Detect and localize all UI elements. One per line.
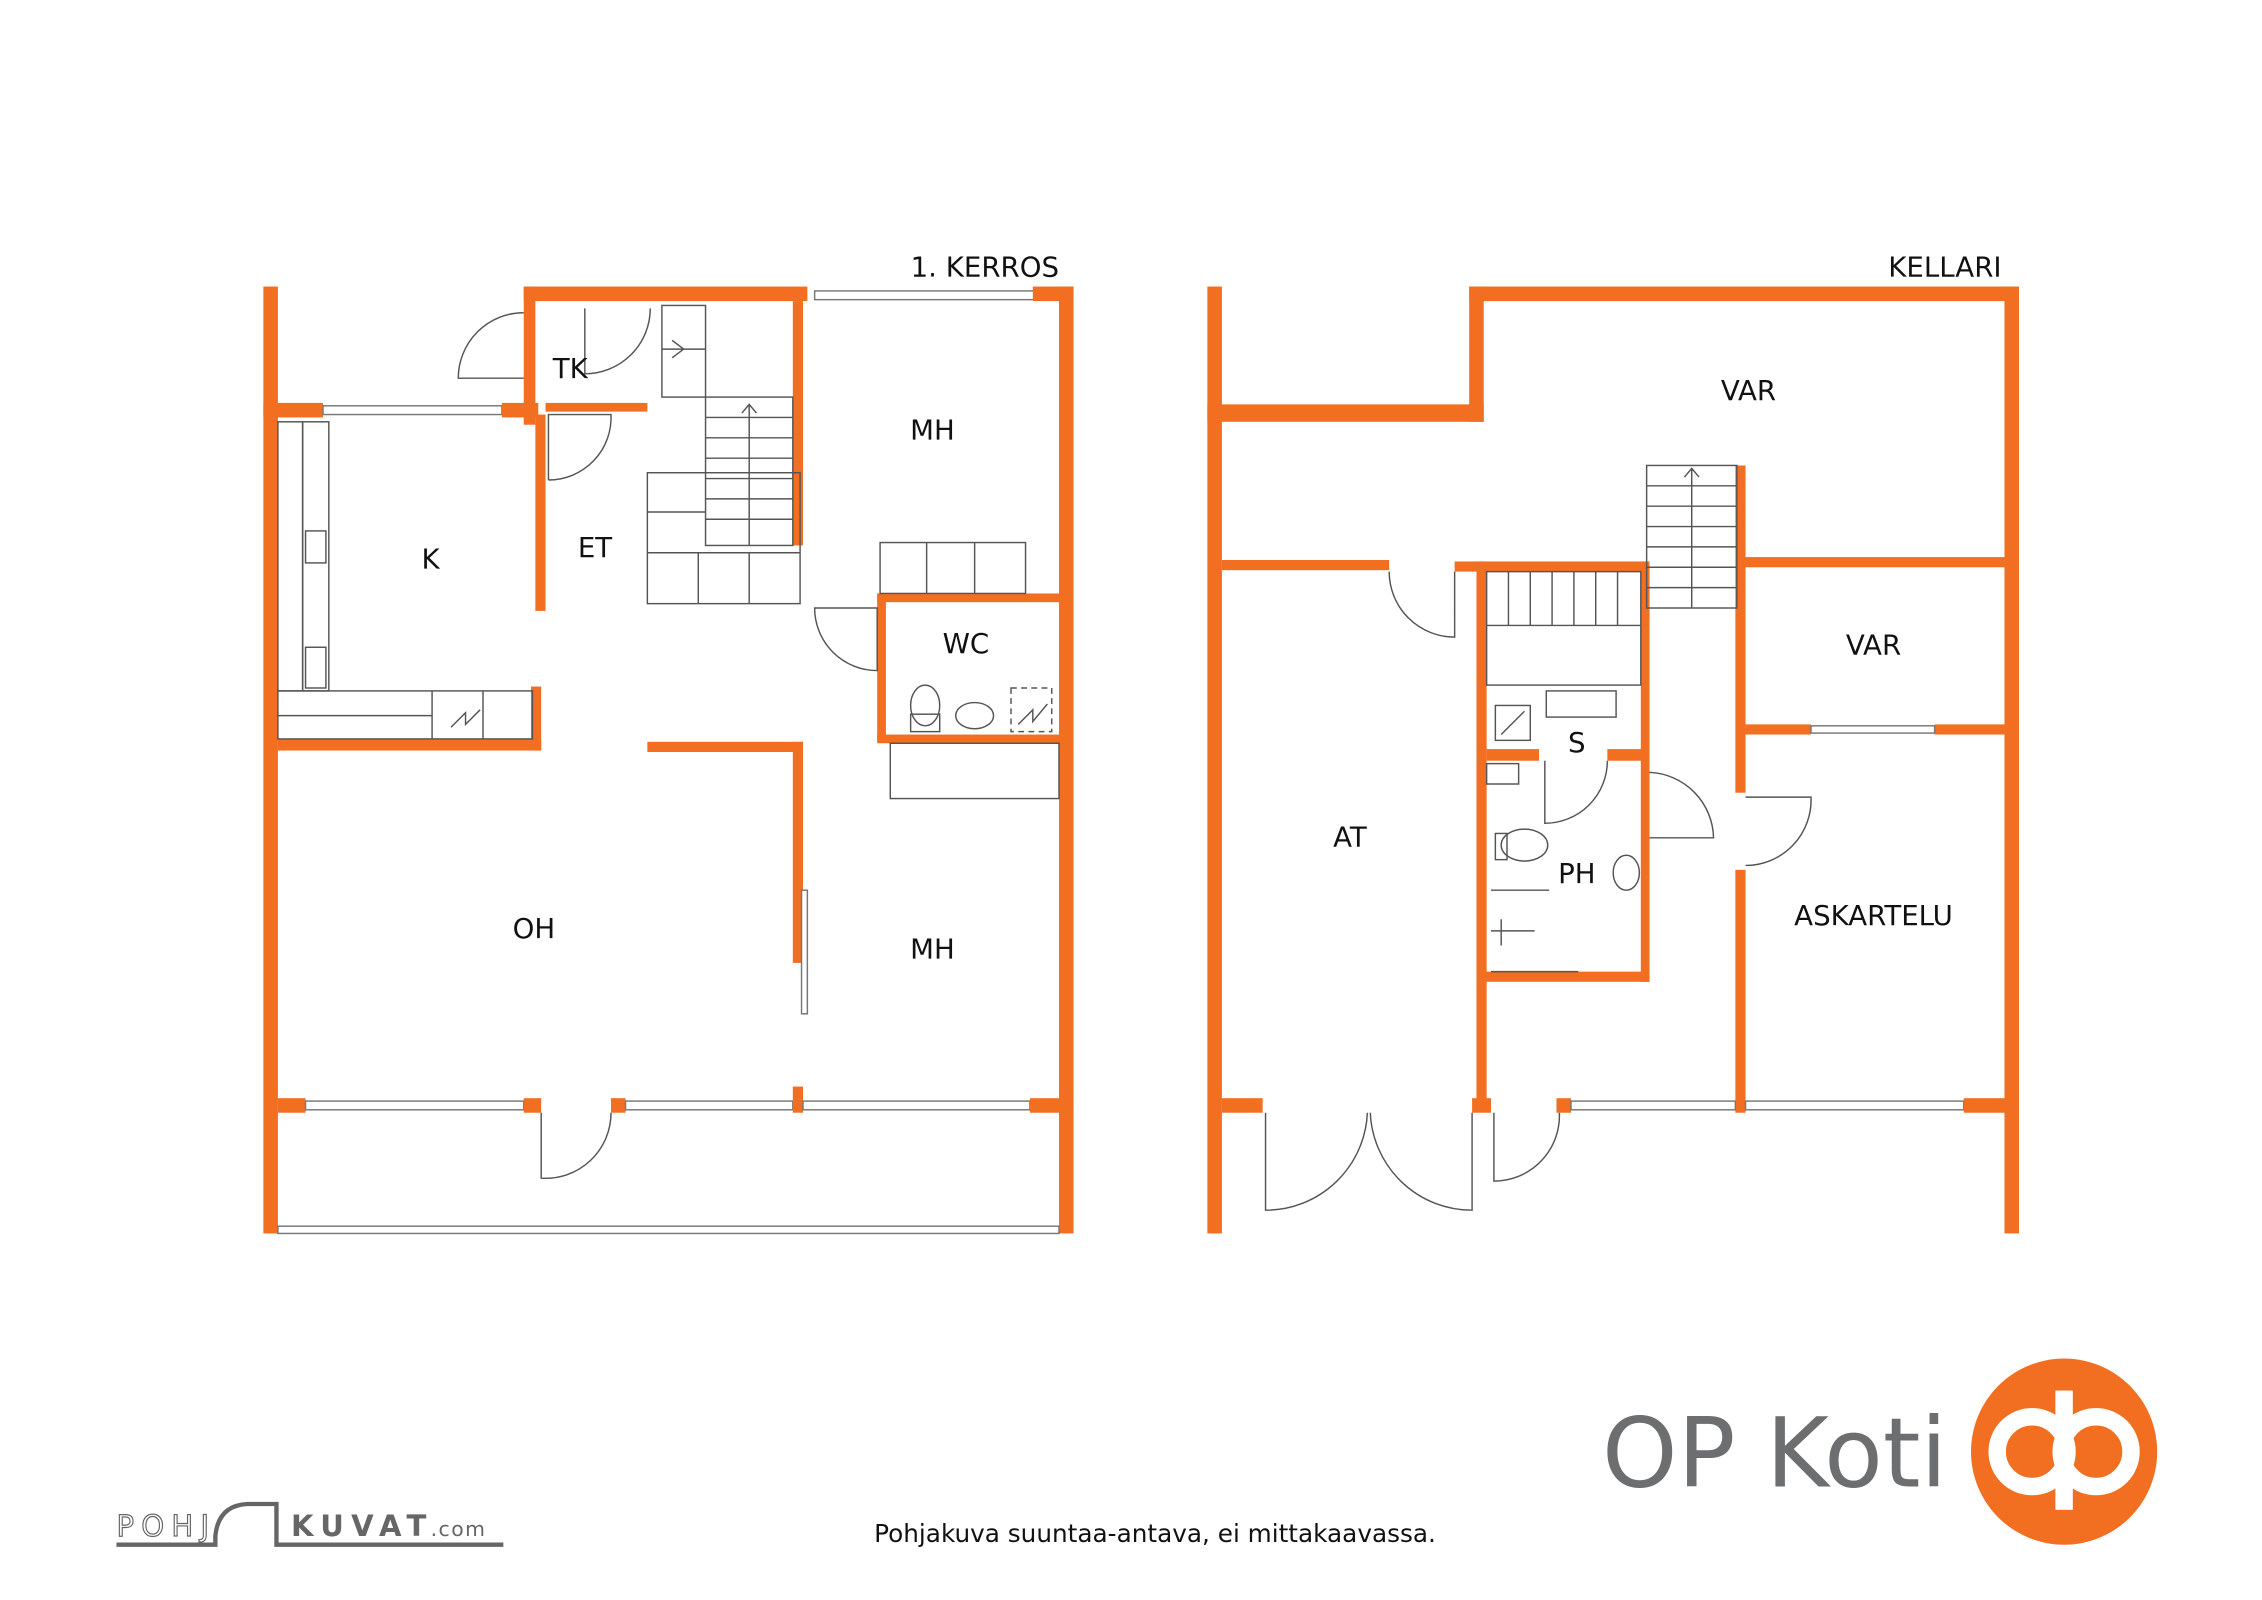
room-label: WC bbox=[943, 627, 990, 660]
room-label: ASKARTELU bbox=[1794, 899, 1953, 932]
svg-text:POHJ: POHJ bbox=[116, 1509, 216, 1543]
room-label: OH bbox=[513, 912, 556, 945]
disclaimer-text: Pohjakuva suuntaa-antava, ei mittakaavas… bbox=[874, 1519, 1436, 1548]
room-label: K bbox=[422, 543, 441, 576]
room-label: MH bbox=[910, 413, 955, 446]
room-label: TK bbox=[552, 352, 589, 385]
floor-title: KELLARI bbox=[1888, 250, 2001, 283]
door-swings bbox=[1264, 571, 1812, 1211]
room-label: VAR bbox=[1846, 629, 1901, 662]
room-label: MH bbox=[910, 933, 955, 966]
room-label: S bbox=[1568, 726, 1586, 759]
room-label: AT bbox=[1333, 821, 1367, 854]
floor-plan-first-floor: 1. KERROS bbox=[263, 250, 1074, 1235]
door-swings bbox=[457, 308, 878, 1180]
floor-plan-basement: KELLARI bbox=[1207, 250, 2019, 1234]
room-label: ET bbox=[578, 531, 612, 564]
room-label: PH bbox=[1558, 857, 1595, 890]
svg-text:.com: .com bbox=[431, 1517, 487, 1541]
staircase bbox=[1485, 464, 1738, 742]
op-logo-icon bbox=[1971, 1358, 2158, 1545]
svg-text:KUVAT: KUVAT bbox=[291, 1509, 434, 1543]
brand-text: OP Koti bbox=[1602, 1398, 1947, 1510]
room-label: VAR bbox=[1721, 374, 1776, 407]
kitchen-counter bbox=[277, 421, 534, 740]
pohjakuvat-logo: POHJ KUVAT .com bbox=[116, 1501, 504, 1547]
floor-title: 1. KERROS bbox=[911, 250, 1059, 283]
staircase bbox=[646, 304, 801, 605]
